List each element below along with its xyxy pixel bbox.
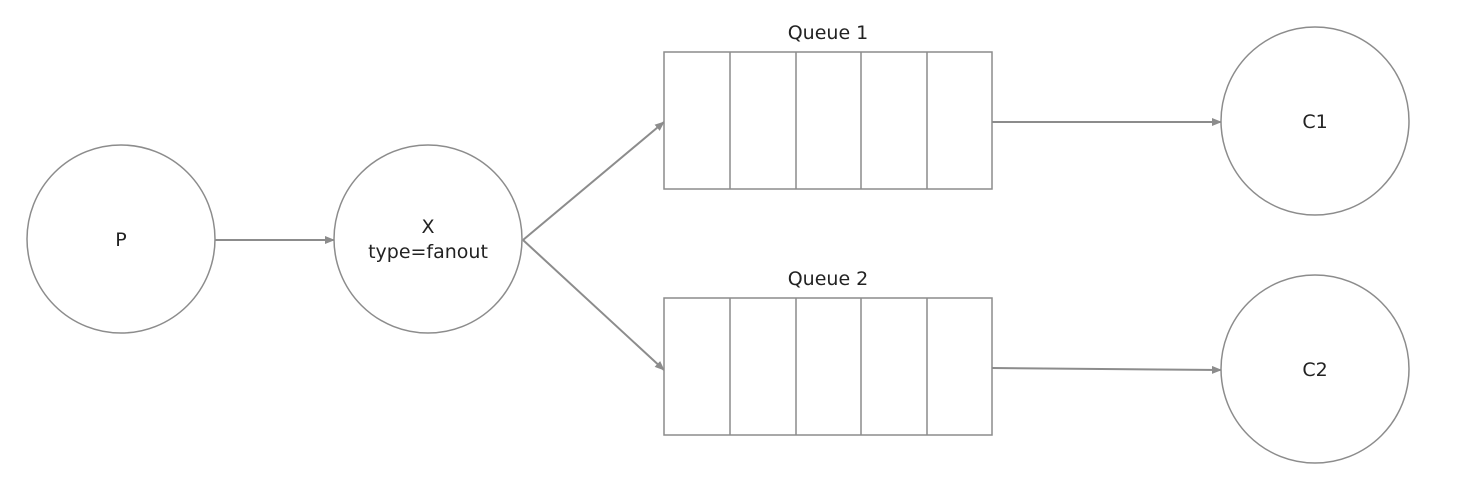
queue-2-frame [663, 297, 993, 436]
edge-exchange-to-queue-1 [522, 121, 665, 241]
consumer-2-circle [1220, 274, 1410, 464]
consumer-1-circle [1220, 26, 1410, 216]
edge-queue-2-to-consumer-2 [991, 365, 1222, 374]
queue-1-label: Queue 1 [788, 22, 869, 44]
queue-2-label: Queue 2 [788, 268, 869, 290]
producer-node: P [26, 144, 216, 334]
queue-1: Queue 1 [663, 22, 993, 190]
consumer-1-node: C1 [1220, 26, 1410, 216]
exchange-node: X type=fanout [333, 144, 523, 334]
queue-2: Queue 2 [663, 268, 993, 436]
edge-exchange-to-queue-2 [522, 239, 665, 371]
producer-circle [26, 144, 216, 334]
consumer-1-label: C1 [1302, 111, 1327, 133]
exchange-name-label: X [421, 216, 434, 238]
queue-1-frame [663, 51, 993, 190]
consumer-2-node: C2 [1220, 274, 1410, 464]
consumer-2-label: C2 [1302, 359, 1327, 381]
exchange-type-label: type=fanout [368, 241, 488, 263]
producer-label: P [115, 229, 126, 251]
exchange-circle [333, 144, 523, 334]
